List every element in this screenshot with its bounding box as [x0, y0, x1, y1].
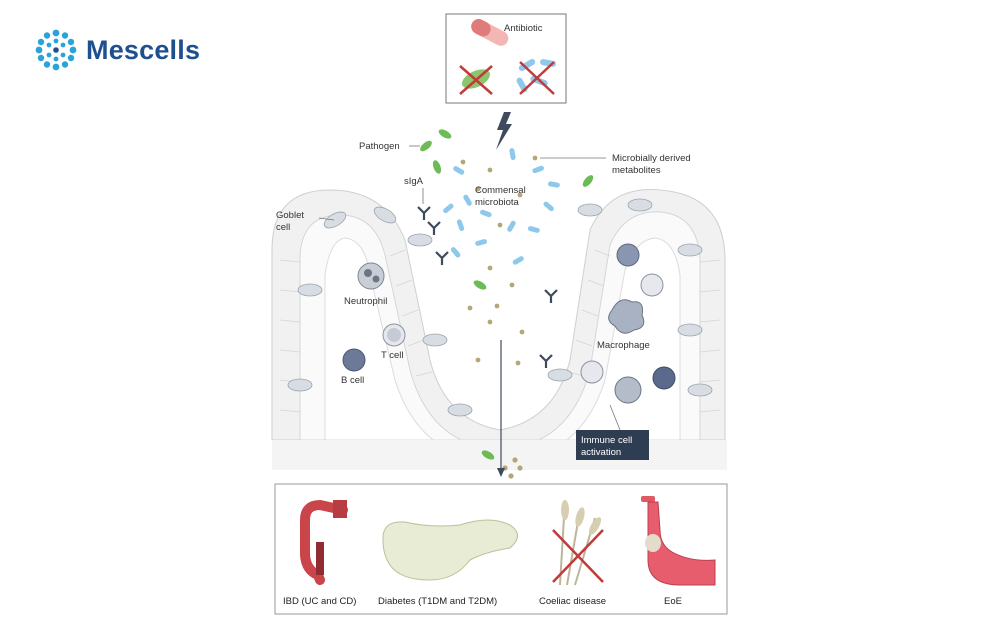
neutrophil-cell	[357, 262, 385, 290]
siga-antibodies	[417, 206, 558, 368]
microbial-metabolites	[460, 155, 538, 479]
disease-label-diabetes: Diabetes (T1DM and T2DM)	[378, 596, 497, 607]
metabolites-label-line1: Microbially derived	[612, 153, 691, 164]
flow-arrow	[497, 340, 505, 477]
oesophagus-icon	[641, 496, 716, 586]
colon-icon	[300, 499, 348, 585]
immune-activation-label-line2: activation	[581, 447, 621, 458]
goblet-cells	[287, 198, 713, 417]
commensal-label-line2: microbiota	[475, 197, 520, 208]
siga-label: sIgA	[404, 176, 424, 187]
disease-panel: IBD (UC and CD) Diabetes (T1DM and T2DM)…	[274, 483, 728, 615]
macrophage-cell	[608, 299, 645, 334]
antibiotic-label: Antibiotic	[504, 23, 543, 34]
commensal-bacteria	[443, 148, 560, 265]
neutrophil-label: Neutrophil	[344, 296, 387, 307]
immune-cells-right	[580, 243, 676, 404]
antibiotic-panel: Antibiotic	[445, 13, 567, 104]
disease-label-ibd: IBD (UC and CD)	[283, 596, 356, 607]
b-cell	[342, 348, 366, 372]
pill-icon	[471, 19, 509, 46]
pancreas-icon	[382, 519, 518, 581]
pathogen-label: Pathogen	[359, 141, 400, 152]
goblet-label-line1: Goblet	[276, 210, 304, 221]
goblet-label-line2: cell	[276, 222, 290, 233]
intestinal-epithelium	[271, 189, 727, 470]
commensal-label-line1: Commensal	[475, 185, 526, 196]
immune-activation-label-line1: Immune cell	[581, 435, 632, 446]
crossed-pathogen-icon	[459, 65, 493, 95]
wheat-crossed-icon	[552, 499, 604, 586]
disease-label-eoe: EoE	[664, 596, 682, 607]
metabolites-label-line2: metabolites	[612, 165, 661, 176]
tcell-label: T cell	[381, 350, 404, 361]
crossed-commensal-icon	[516, 59, 556, 95]
label-leaders	[318, 145, 621, 431]
pathogen-bacteria	[420, 129, 594, 460]
brand-logo[interactable]: Mescells	[34, 28, 200, 72]
bcell-label: B cell	[341, 375, 364, 386]
t-cell	[382, 323, 406, 347]
macrophage-label: Macrophage	[597, 340, 650, 351]
immune-activation-box: Immune cell activation	[576, 430, 649, 460]
lightning-icon	[496, 112, 512, 150]
disease-label-coeliac: Coeliac disease	[539, 596, 606, 607]
mescells-logo-icon	[35, 29, 77, 71]
brand-name: Mescells	[86, 34, 201, 65]
